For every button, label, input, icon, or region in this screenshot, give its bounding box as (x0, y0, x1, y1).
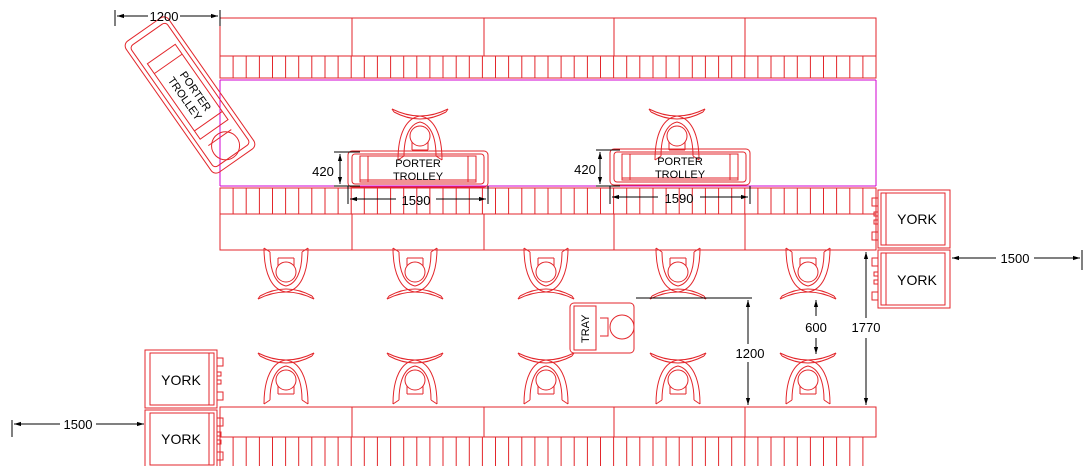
dim-aisle-tray-label: 1200 (736, 346, 765, 361)
chair-top-1 (391, 108, 449, 161)
porter-trolley-1: PORTER TROLLEY (347, 150, 489, 188)
chair-row3-3 (517, 352, 575, 405)
bottom-desk-row (219, 406, 877, 466)
dim-trolley-width-label: 1200 (150, 9, 179, 24)
chair-row3-4 (649, 352, 707, 405)
top-desk-row (219, 17, 877, 186)
dim-clearance-right: 1500 (952, 250, 1083, 270)
dim-aisle-total-label: 1770 (852, 320, 881, 335)
chair-row2-3 (517, 247, 575, 300)
trolley-1-label-1: PORTER (395, 158, 441, 170)
trolley-1-label-2: TROLLEY (393, 171, 444, 183)
dim-gap-chair-desk-label: 600 (805, 320, 827, 335)
chair-row2-1 (257, 247, 315, 300)
chair-row2-5 (779, 247, 837, 300)
chair-row2-4 (649, 247, 707, 300)
york-right-1-label: YORK (897, 211, 937, 227)
dim-trolley-depth-2: 420 (574, 149, 620, 187)
dim-aisle-total: 1770 (852, 252, 881, 405)
chair-row2-2 (386, 247, 444, 300)
trolley-2-label-2: TROLLEY (655, 169, 706, 181)
dim-clearance-right-label: 1500 (1001, 251, 1030, 266)
chair-row3-2 (386, 352, 444, 405)
dim-trolley-depth-1: 420 (312, 151, 360, 187)
york-left-1-label: YORK (161, 372, 201, 388)
tray-label: TRAY (580, 314, 592, 343)
dim-clearance-left-label: 1500 (64, 417, 93, 432)
dim-trolley-length-2-label: 1590 (665, 191, 694, 206)
dim-trolley-depth-1-label: 420 (312, 164, 334, 179)
dim-trolley-depth-2-label: 420 (574, 162, 596, 177)
dim-trolley-length-1-label: 1590 (402, 193, 431, 208)
chair-row3-5 (779, 352, 837, 405)
dim-trolley-length-2: 1590 (609, 186, 751, 206)
york-right-1: YORK (871, 189, 951, 249)
dim-aisle-tray: 1200 (636, 297, 765, 405)
york-right-2-label: YORK (897, 272, 937, 288)
chair-row3-1 (257, 352, 315, 405)
tray-unit: TRAY (569, 302, 635, 354)
porter-trolley-2: PORTER TROLLEY (609, 148, 751, 186)
dim-clearance-left: 1500 (11, 417, 144, 437)
dim-trolley-length-1: 1590 (347, 186, 489, 208)
dim-trolley-width: 1200 (114, 9, 221, 26)
middle-desk-row (219, 185, 877, 251)
york-left-2-label: YORK (161, 431, 201, 447)
porter-trolley-angled: PORTER TROLLEY (124, 16, 256, 174)
trolley-2-label-1: PORTER (657, 156, 703, 168)
dim-gap-chair-desk: 600 (805, 300, 827, 354)
york-right-2: YORK (871, 249, 951, 309)
